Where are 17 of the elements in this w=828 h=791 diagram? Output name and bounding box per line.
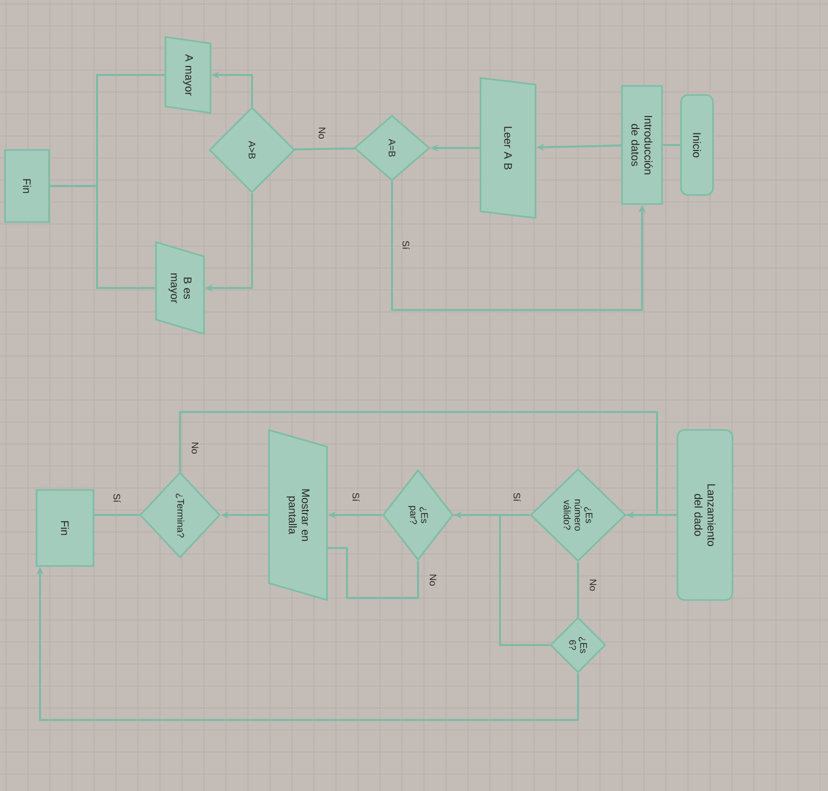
process-box: Fin <box>36 489 94 567</box>
connector-line <box>328 547 419 599</box>
connector-line <box>577 562 579 617</box>
connector-line <box>94 514 140 516</box>
connector-line <box>454 514 550 646</box>
process-box: Fin <box>4 149 50 223</box>
connector-line <box>662 144 680 146</box>
parallelogram: A mayor <box>164 36 212 114</box>
parallelogram: Mostrar en pantalla <box>268 429 328 601</box>
process-box: Introducción de datos <box>621 85 663 205</box>
parallelogram: Leer A B <box>480 77 536 219</box>
connector-line <box>50 185 156 289</box>
rounded-box: Inicio <box>680 94 714 196</box>
connector-line <box>179 411 658 516</box>
parallelogram: B es mayor <box>155 241 205 335</box>
connector-line <box>294 148 354 150</box>
rounded-box: Lanzamiento del dado <box>676 429 734 601</box>
